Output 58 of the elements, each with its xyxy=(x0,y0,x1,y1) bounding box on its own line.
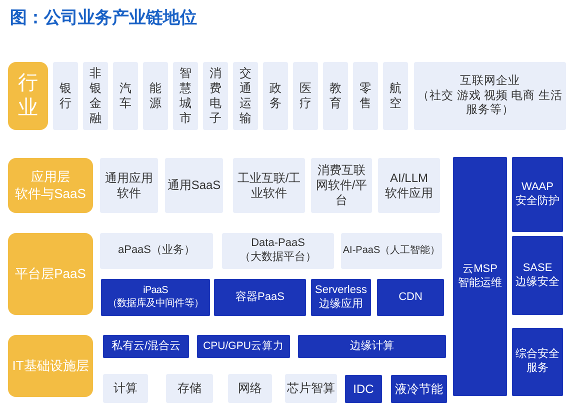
tile-title: Serverless xyxy=(315,284,367,298)
category-tile: 智慧城市 xyxy=(173,62,198,130)
category-tile: 零售 xyxy=(353,62,378,130)
category-tile: 银行 xyxy=(53,62,78,130)
tile-title: SASE xyxy=(522,262,552,276)
label-line: 软件与SaaS xyxy=(15,186,86,202)
layer-label: IT基础设施层 xyxy=(8,335,93,397)
category-tile: 交通运输 xyxy=(233,62,258,130)
category-tile: AI-PaaS（人工智能） xyxy=(341,233,442,269)
category-tile: 容器PaaS xyxy=(214,279,306,316)
tile-subtitle: 边缘应用 xyxy=(319,298,363,312)
layer-label: 行业 xyxy=(8,62,48,130)
category-tile: 网络 xyxy=(228,374,272,403)
category-tile: 通用SaaS xyxy=(165,158,223,213)
category-tile xyxy=(453,157,507,396)
category-tile: CDN xyxy=(377,279,444,316)
category-tile: CPU/GPU云算力 xyxy=(197,335,290,358)
category-tile: 非银金融 xyxy=(83,62,108,130)
label-line: 应用层 xyxy=(31,169,70,186)
tile-subtitle: 边缘安全 xyxy=(516,276,560,290)
category-tile: 汽车 xyxy=(113,62,138,130)
category-tile: 私有云/混合云 xyxy=(103,335,189,358)
tile-title: Data-PaaS xyxy=(251,237,305,251)
category-tile: IDC xyxy=(345,375,382,403)
category-tile: 计算 xyxy=(103,374,148,403)
tile-subtitle: （社交 游戏 视频 电商 生活服务等） xyxy=(416,88,564,118)
category-tile: 航空 xyxy=(383,62,408,130)
category-tile: 政务 xyxy=(263,62,288,130)
diagram-title: 图：公司业务产业链地位 xyxy=(10,7,197,29)
category-tile: 通用应用软件 xyxy=(100,158,158,213)
category-tile: 医疗 xyxy=(293,62,318,130)
tile-title: 互联网企业 xyxy=(460,74,520,89)
tile-title: iPaaS xyxy=(143,285,168,298)
tile-subtitle: 安全防护 xyxy=(516,194,560,208)
tile-subtitle: 智能运维 xyxy=(458,276,502,290)
tile-title: 云MSP xyxy=(462,262,498,276)
category-tile: 芯片智算 xyxy=(285,374,337,403)
category-tile: 综合安全服务 xyxy=(512,328,563,396)
tile-title: AI/LLM xyxy=(390,170,428,186)
category-tile: 消费互联网软件/平台 xyxy=(311,158,372,213)
tile-subtitle: （数据库及中间件等） xyxy=(107,298,204,310)
category-tile: 能源 xyxy=(143,62,168,130)
tile-subtitle: （大数据平台） xyxy=(240,251,316,265)
category-tile: 边缘计算 xyxy=(298,335,446,358)
category-tile: 消费电子 xyxy=(203,62,228,130)
category-tile xyxy=(512,236,563,315)
category-tile: aPaaS（业务） xyxy=(100,233,213,269)
category-tile xyxy=(512,157,563,232)
layer-label xyxy=(8,158,93,213)
tile-title: WAAP xyxy=(522,180,554,194)
category-tile: 存储 xyxy=(166,374,213,403)
category-tile xyxy=(311,279,371,316)
category-tile: 工业互联/工业软件 xyxy=(233,158,305,213)
layer-label: 平台层PaaS xyxy=(8,233,93,315)
category-tile xyxy=(101,279,210,316)
tile-subtitle: 软件应用 xyxy=(385,186,433,200)
category-tile: 教育 xyxy=(323,62,348,130)
category-tile: 液冷节能 xyxy=(391,375,447,403)
